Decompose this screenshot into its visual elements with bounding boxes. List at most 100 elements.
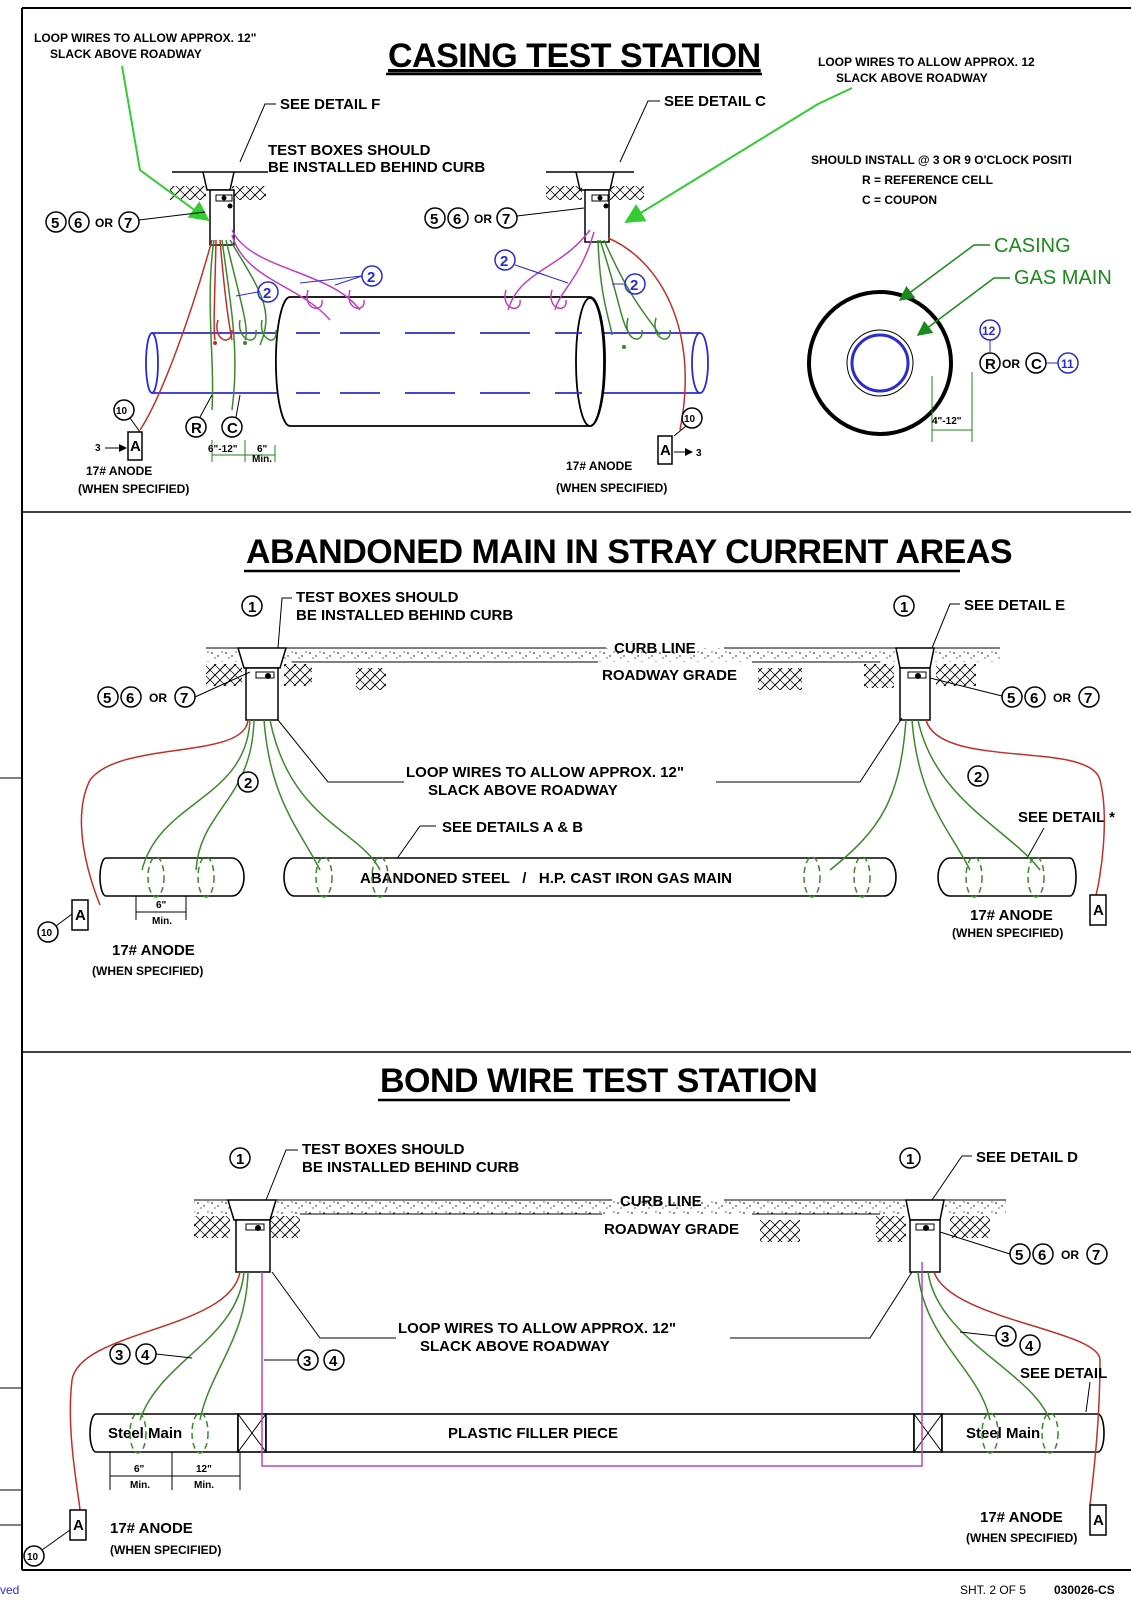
casing-section: CASING TEST STATION LOOP WIRES TO ALLOW … (34, 31, 1112, 496)
svg-text:2: 2 (500, 253, 508, 270)
svg-text:A: A (1093, 1512, 1104, 1529)
casing-pipe (275, 296, 606, 427)
svg-text:TEST BOXES SHOULD: TEST BOXES SHOULD (296, 589, 459, 606)
wire-callout-34: 3 4 3 4 3 4 (109, 1325, 1041, 1371)
svg-text:ROADWAY GRADE: ROADWAY GRADE (604, 1221, 739, 1238)
ref-cell-legend: R = REFERENCE CELL (862, 173, 993, 187)
svg-text:OR: OR (474, 212, 492, 226)
gas-main-label: GAS MAIN (1014, 267, 1112, 289)
svg-text:7: 7 (1092, 1247, 1100, 1264)
loop-note-left-1: LOOP WIRES TO ALLOW APPROX. 12" (34, 31, 256, 45)
svg-text:1: 1 (900, 599, 908, 616)
svg-text:17# ANODE: 17# ANODE (980, 1509, 1063, 1526)
svg-text:12: 12 (982, 324, 996, 338)
svg-text:Min.: Min. (152, 916, 172, 927)
svg-text:5: 5 (1015, 1247, 1023, 1264)
svg-text:4: 4 (1025, 1338, 1034, 1355)
svg-text:OR: OR (149, 691, 167, 705)
loop-leader-right (624, 87, 853, 224)
svg-text:7: 7 (502, 211, 510, 228)
footer-sheet-number: SHT. 2 OF 5 (960, 1583, 1027, 1597)
svg-text:10: 10 (27, 1552, 39, 1563)
svg-text:(WHEN SPECIFIED): (WHEN SPECIFIED) (110, 1543, 221, 1557)
svg-text:R: R (985, 356, 996, 373)
behind-curb-note-2: BE INSTALLED BEHIND CURB (268, 159, 485, 176)
svg-text:Steel Main: Steel Main (966, 1425, 1040, 1442)
svg-text:6": 6" (257, 444, 268, 455)
svg-text:3: 3 (696, 448, 702, 459)
svg-text:4"-12": 4"-12" (932, 416, 962, 427)
svg-text:17# ANODE: 17# ANODE (110, 1520, 193, 1537)
svg-text:2: 2 (367, 269, 375, 286)
bond-dimensions: 6" Min. 12" Min. (109, 1452, 241, 1491)
wires-right (213, 229, 686, 431)
svg-text:(WHEN SPECIFIED): (WHEN SPECIFIED) (78, 482, 189, 496)
loop-note-right-1: LOOP WIRES TO ALLOW APPROX. 12 (818, 55, 1035, 69)
svg-text:C: C (227, 420, 238, 437)
svg-text:2: 2 (974, 769, 982, 786)
svg-text:6: 6 (1030, 690, 1038, 707)
wire-callout-567-left: 5 6 OR 7 (45, 211, 206, 233)
loop-note-right-2: SLACK ABOVE ROADWAY (836, 71, 988, 85)
anode-left: 10 A 17# ANODE (WHEN SPECIFIED) (23, 1509, 221, 1567)
clock-position-note: SHOULD INSTALL @ 3 OR 9 O'CLOCK POSITI (811, 153, 1072, 167)
svg-text:OR: OR (1002, 357, 1020, 371)
test-box-right (546, 171, 644, 243)
svg-text:Min.: Min. (252, 454, 272, 465)
svg-text:10: 10 (684, 414, 696, 425)
svg-text:LOOP WIRES TO ALLOW APPROX. 12: LOOP WIRES TO ALLOW APPROX. 12" (406, 764, 684, 781)
svg-text:7: 7 (1084, 690, 1092, 707)
svg-text:10: 10 (116, 406, 128, 417)
svg-text:CURB LINE: CURB LINE (620, 1193, 702, 1210)
abandoned-section: ABANDONED MAIN IN STRAY CURRENT AREAS 1 … (37, 533, 1115, 978)
svg-text:6": 6" (156, 900, 167, 911)
plastic-filler-piece (265, 1413, 915, 1453)
svg-text:6": 6" (134, 1464, 145, 1475)
svg-text:1: 1 (236, 1151, 244, 1168)
svg-text:5: 5 (1007, 690, 1015, 707)
svg-text:(WHEN SPECIFIED): (WHEN SPECIFIED) (556, 481, 667, 495)
svg-text:3: 3 (1001, 1329, 1009, 1346)
svg-text:R: R (191, 420, 202, 437)
svg-text:SLACK ABOVE ROADWAY: SLACK ABOVE ROADWAY (428, 782, 618, 799)
svg-text:A: A (660, 442, 671, 459)
svg-text:OR: OR (1061, 1248, 1079, 1262)
svg-text:(WHEN SPECIFIED): (WHEN SPECIFIED) (952, 926, 1063, 940)
svg-text:BE INSTALLED BEHIND CURB: BE INSTALLED BEHIND CURB (296, 607, 513, 624)
svg-text:A: A (75, 907, 86, 924)
svg-text:Min.: Min. (194, 1480, 214, 1491)
svg-text:TEST BOXES SHOULD: TEST BOXES SHOULD (302, 1141, 465, 1158)
svg-text:17# ANODE: 17# ANODE (566, 459, 632, 473)
svg-text:5: 5 (103, 690, 111, 707)
svg-text:17# ANODE: 17# ANODE (112, 942, 195, 959)
svg-text:17# ANODE: 17# ANODE (970, 907, 1053, 924)
svg-text:6"-12": 6"-12" (208, 444, 238, 455)
casing-title: CASING TEST STATION (388, 37, 761, 75)
see-detail-f: SEE DETAIL F (280, 96, 380, 113)
svg-text:A: A (73, 1517, 84, 1534)
wires-left (139, 229, 365, 431)
loop-note-left-2: SLACK ABOVE ROADWAY (50, 47, 202, 61)
svg-text:ROADWAY GRADE: ROADWAY GRADE (602, 667, 737, 684)
svg-text:SEE DETAIL *: SEE DETAIL * (1018, 809, 1115, 826)
anode-right: 10 A 3 17# ANODE (WHEN SPECIFIED) (556, 407, 703, 495)
svg-text:(WHEN SPECIFIED): (WHEN SPECIFIED) (966, 1531, 1077, 1545)
svg-text:3: 3 (303, 1353, 311, 1370)
anode-right: A 17# ANODE (WHEN SPECIFIED) (952, 894, 1107, 940)
abandoned-main-pipes (99, 857, 1077, 897)
svg-text:Min.: Min. (130, 1480, 150, 1491)
svg-text:3: 3 (115, 1347, 123, 1364)
svg-text:6: 6 (453, 211, 461, 228)
svg-text:A: A (130, 438, 141, 455)
svg-text:PLASTIC FILLER PIECE: PLASTIC FILLER PIECE (448, 1425, 618, 1442)
abandoned-title: ABANDONED MAIN IN STRAY CURRENT AREAS (246, 533, 1012, 571)
casing-hidden-pipe (296, 332, 582, 394)
wire-callout-567-right: 5 6 OR 7 (939, 1231, 1108, 1265)
wire-callout-567-right: 5 6 OR 7 (424, 207, 585, 229)
bond-title: BOND WIRE TEST STATION (380, 1062, 817, 1100)
casing-cross-section: SHOULD INSTALL @ 3 OR 9 O'CLOCK POSITI R… (807, 153, 1112, 442)
abandoned-main-label: ABANDONED STEEL / H.P. CAST IRON GAS MAI… (360, 870, 732, 887)
svg-text:LOOP WIRES TO ALLOW APPROX. 12: LOOP WIRES TO ALLOW APPROX. 12" (398, 1320, 676, 1337)
svg-text:C: C (1031, 356, 1042, 373)
svg-text:1: 1 (906, 1151, 914, 1168)
